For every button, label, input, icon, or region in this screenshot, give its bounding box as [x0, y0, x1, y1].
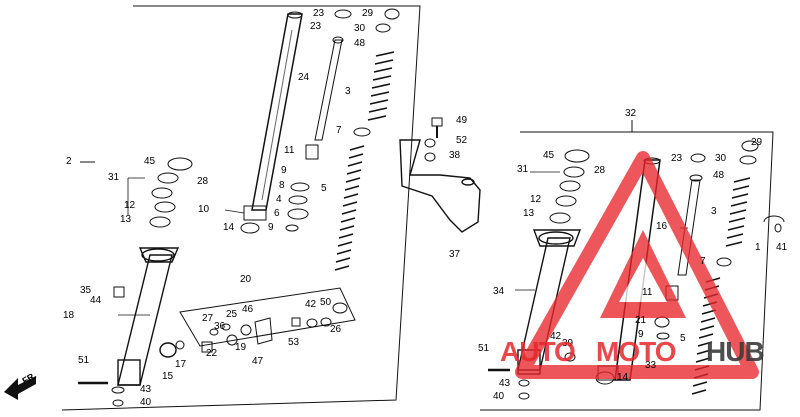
callout-28: 28	[594, 165, 606, 176]
callout-45: 45	[543, 150, 555, 161]
callout-27: 27	[202, 313, 214, 324]
callout-14: 14	[223, 222, 235, 233]
right-assembly-frame	[480, 131, 774, 411]
callout-1: 1	[755, 242, 761, 253]
callout-10: 10	[198, 204, 210, 215]
callout-19: 19	[235, 342, 247, 353]
callout-51: 51	[478, 343, 490, 354]
watermark-text-auto: AUTO	[500, 336, 576, 367]
callout-9: 9	[268, 222, 274, 233]
callout-36: 36	[214, 321, 226, 332]
callout-16: 16	[656, 221, 668, 232]
callout-15: 15	[162, 371, 174, 382]
callout-18: 18	[63, 310, 75, 321]
callout-8: 8	[279, 180, 285, 191]
callout-11: 11	[642, 287, 653, 298]
callout-17: 17	[175, 359, 187, 370]
callout-20: 20	[240, 274, 252, 285]
callout-31: 31	[108, 172, 120, 183]
callout-40: 40	[493, 391, 505, 402]
callout-24: 24	[298, 72, 310, 83]
callout-4: 4	[276, 194, 282, 205]
callout-38: 38	[449, 150, 461, 161]
callout-25: 25	[226, 309, 238, 320]
callout-46: 46	[242, 304, 254, 315]
callout-47: 47	[252, 356, 264, 367]
callout-51: 51	[78, 355, 90, 366]
callout-29: 29	[751, 137, 763, 148]
long-spring	[334, 145, 365, 271]
callout-3: 3	[711, 206, 717, 217]
left-bottom-bolts	[78, 286, 185, 407]
callout-11: 11	[284, 145, 295, 156]
callout-37: 37	[449, 249, 461, 260]
bracket-bolts	[424, 117, 443, 162]
callout-41: 41	[776, 242, 788, 253]
callout-48: 48	[713, 170, 725, 181]
callout-45: 45	[144, 156, 156, 167]
callout-34: 34	[493, 286, 505, 297]
callout-22: 22	[206, 348, 218, 359]
left-fork-pipe	[243, 11, 303, 221]
callout-28: 28	[197, 176, 209, 187]
callout-30: 30	[354, 23, 366, 34]
callout-39: 39	[562, 338, 574, 349]
callout-7: 7	[336, 125, 342, 136]
callout-23: 23	[313, 8, 325, 19]
right-upper-spring	[725, 177, 751, 247]
callout-13: 13	[523, 208, 535, 219]
callout-30: 30	[715, 153, 727, 164]
callout-35: 35	[80, 285, 92, 296]
callout-21: 21	[635, 315, 647, 326]
left-fork-slider	[117, 247, 180, 386]
callout-9: 9	[281, 165, 287, 176]
watermark-text-moto: MOTO	[596, 336, 676, 367]
rebound-spring	[305, 144, 319, 160]
right-bottom-bolts	[488, 352, 576, 400]
callout-5: 5	[321, 183, 327, 194]
callout-31: 31	[517, 164, 529, 175]
callout-44: 44	[90, 295, 102, 306]
callout-43: 43	[140, 384, 152, 395]
callout-12: 12	[124, 200, 136, 211]
callout-26: 26	[330, 324, 342, 335]
callout-5: 5	[680, 333, 686, 344]
callout-40: 40	[140, 397, 152, 408]
callout-6: 6	[274, 208, 280, 219]
right-seal-stack	[549, 140, 759, 385]
leader-lines	[118, 171, 688, 316]
callout-33: 33	[645, 360, 657, 371]
watermark-text-hub: HUB	[706, 336, 765, 367]
callout-9: 9	[638, 329, 644, 340]
callout-42: 42	[550, 331, 562, 342]
watermark-triangle-icon	[515, 151, 759, 379]
hardware-kit	[179, 287, 356, 353]
callout-23: 23	[671, 153, 683, 164]
callout-49: 49	[456, 115, 468, 126]
callout-7: 7	[700, 256, 706, 267]
callout-23: 23	[310, 21, 322, 32]
callout-43: 43	[499, 378, 511, 389]
callout-42: 42	[305, 299, 317, 310]
fender-bracket	[399, 139, 481, 233]
left-assembly-frame	[61, 5, 421, 411]
callout-53: 53	[288, 337, 300, 348]
callout-14: 14	[617, 372, 629, 383]
callout-3: 3	[345, 86, 351, 97]
callout-2: 2	[66, 156, 72, 167]
callout-12: 12	[530, 194, 542, 205]
callout-48: 48	[354, 38, 366, 49]
front-arrow-icon	[4, 376, 36, 400]
callout-13: 13	[120, 214, 132, 225]
damper-rod	[314, 36, 344, 141]
callout-32: 32	[625, 108, 637, 119]
upper-spring	[367, 51, 395, 121]
callout-50: 50	[320, 297, 332, 308]
left-seal-stack	[149, 8, 400, 234]
callout-29: 29	[362, 8, 374, 19]
callout-52: 52	[456, 135, 468, 146]
circlip-parts	[763, 215, 785, 233]
